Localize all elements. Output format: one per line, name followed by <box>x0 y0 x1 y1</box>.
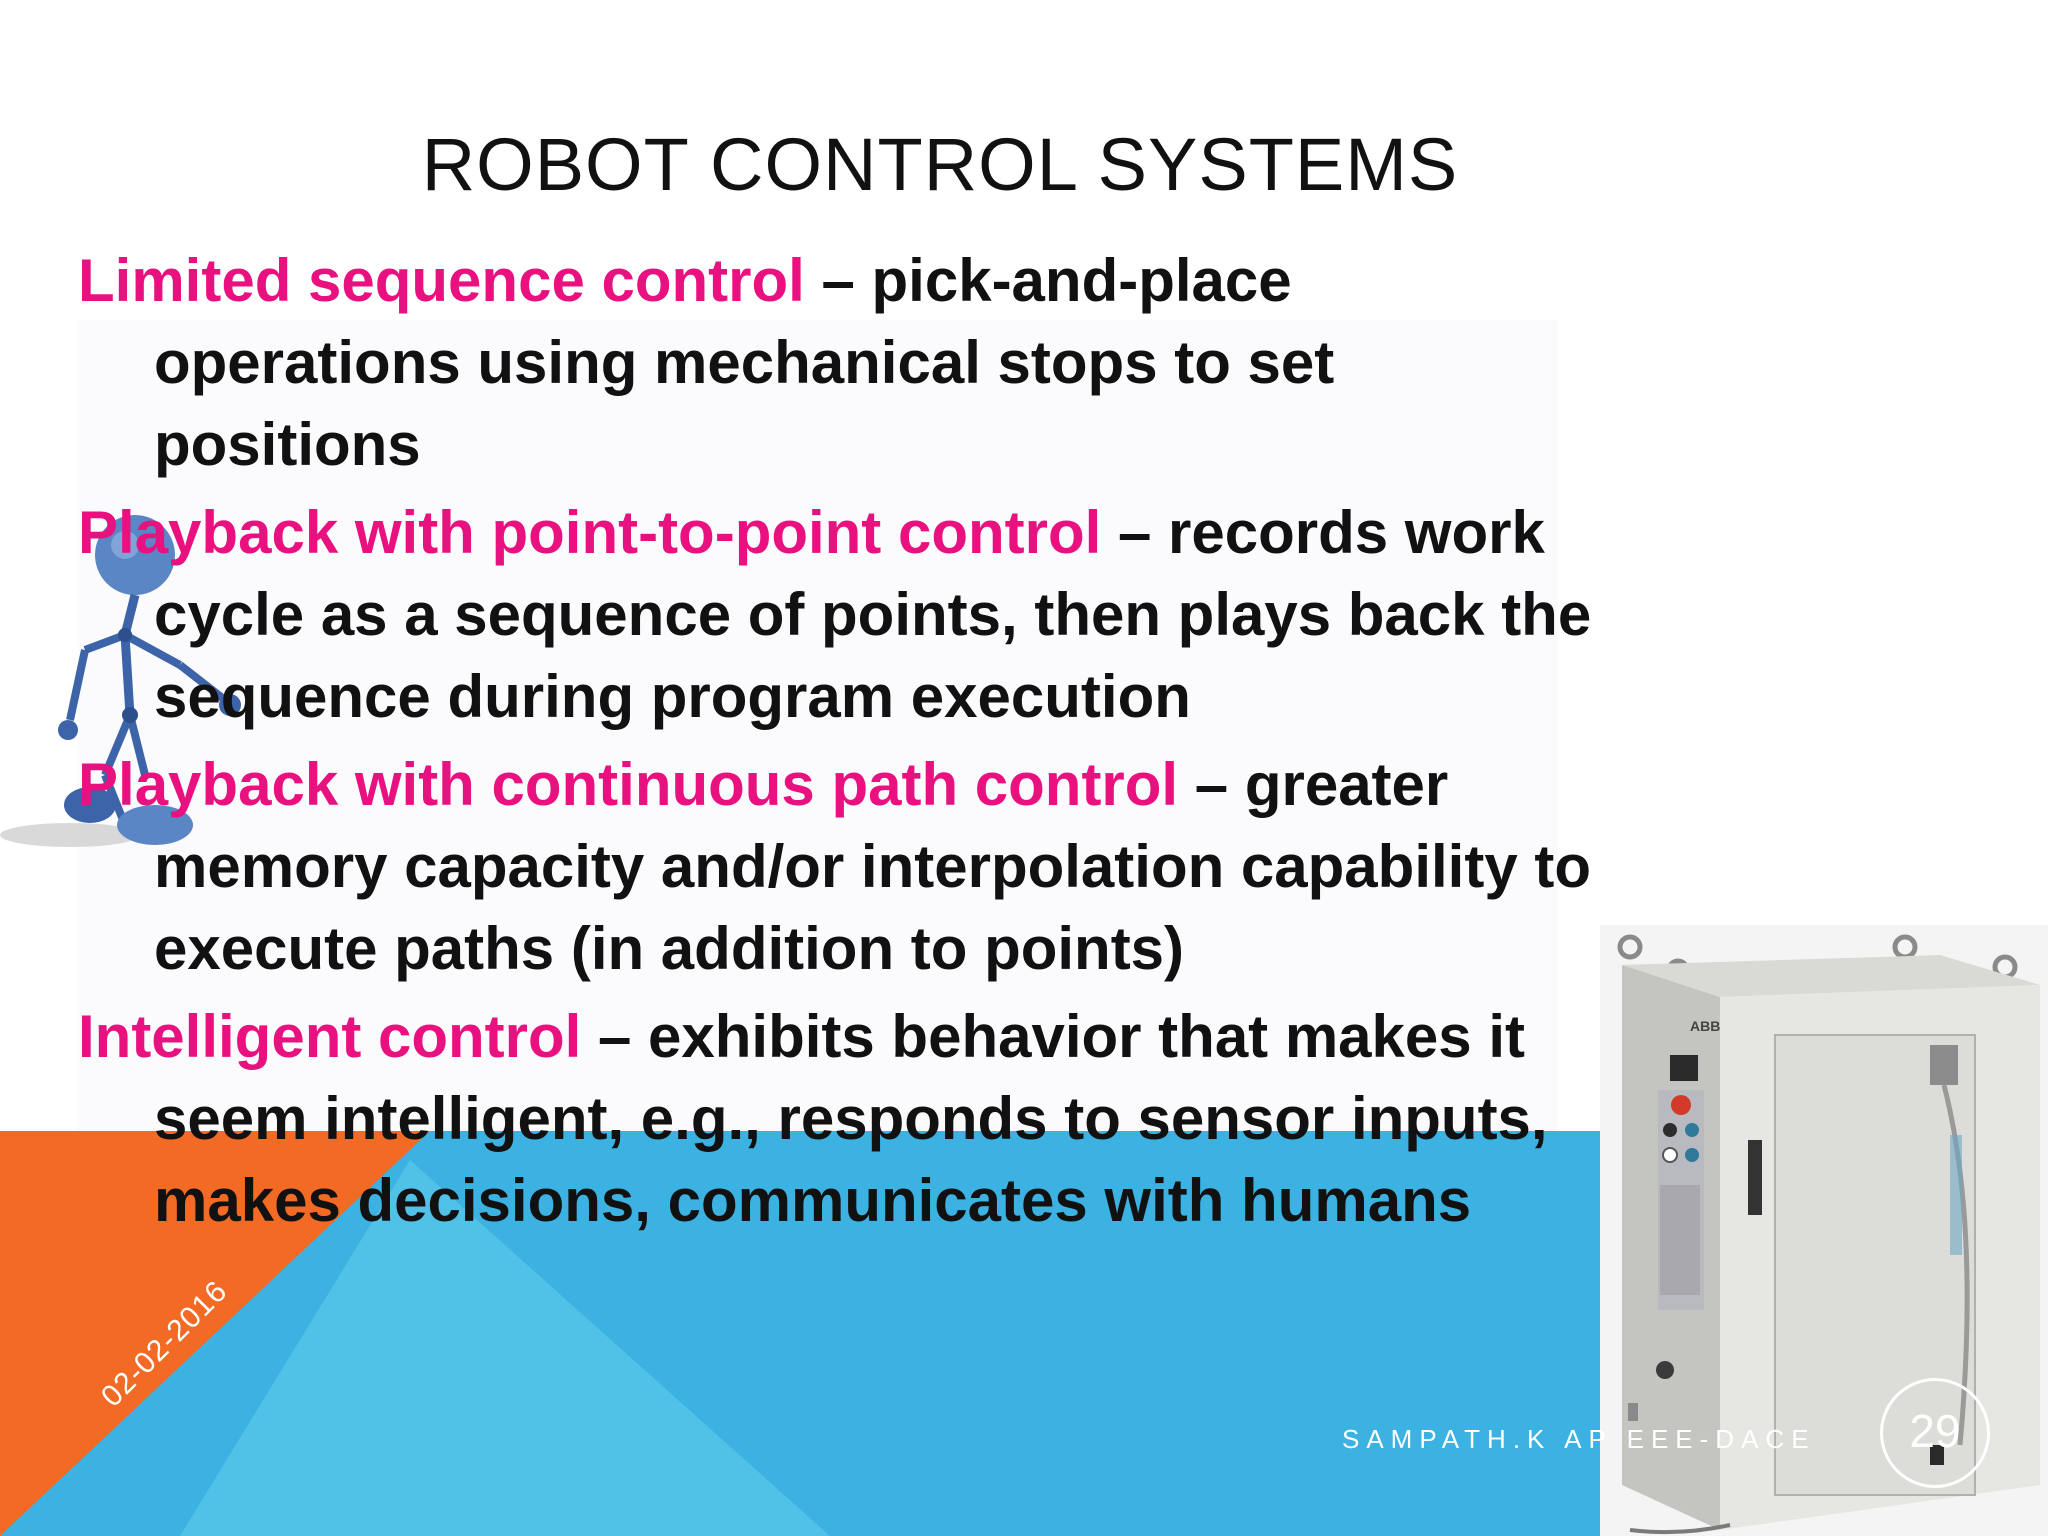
slide-footer: SAMPATH.K AP EEE-DACE <box>1342 1424 1816 1454</box>
bullet-text: – exhibits behavior that makes it seem i… <box>154 1003 1548 1234</box>
list-item: Limited sequence control – pick-and-plac… <box>78 240 1608 486</box>
bullet-term: Intelligent control <box>78 1003 582 1070</box>
bullet-term: Limited sequence control <box>78 247 805 314</box>
robot-controller-cabinet-image: ABB <box>1600 925 2048 1536</box>
bullet-text: – greater memory capacity and/or interpo… <box>154 751 1591 982</box>
list-item: Intelligent control – exhibits behavior … <box>78 996 1608 1242</box>
list-item: Playback with continuous path control – … <box>78 744 1608 990</box>
walking-robot-figure-icon <box>0 515 241 847</box>
cabinet-brand-label: ABB <box>1690 1018 1720 1034</box>
bullet-term: Playback with point-to-point control <box>78 499 1102 566</box>
bullet-term: Playback with continuous path control <box>78 751 1179 818</box>
bullet-list: Limited sequence control – pick-and-plac… <box>78 240 1608 1248</box>
content-backdrop <box>78 320 1558 1140</box>
page-number-circle <box>1880 1378 1990 1488</box>
orange-triangle-decoration <box>0 1131 430 1536</box>
bullet-text: – records work cycle as a sequence of po… <box>154 499 1592 730</box>
bullet-text: – pick-and-place operations using mechan… <box>154 247 1335 478</box>
list-item: Playback with point-to-point control – r… <box>78 492 1608 738</box>
slide-title: ROBOT CONTROL SYSTEMS <box>421 123 1459 206</box>
page-number: 29 <box>1909 1405 1961 1457</box>
